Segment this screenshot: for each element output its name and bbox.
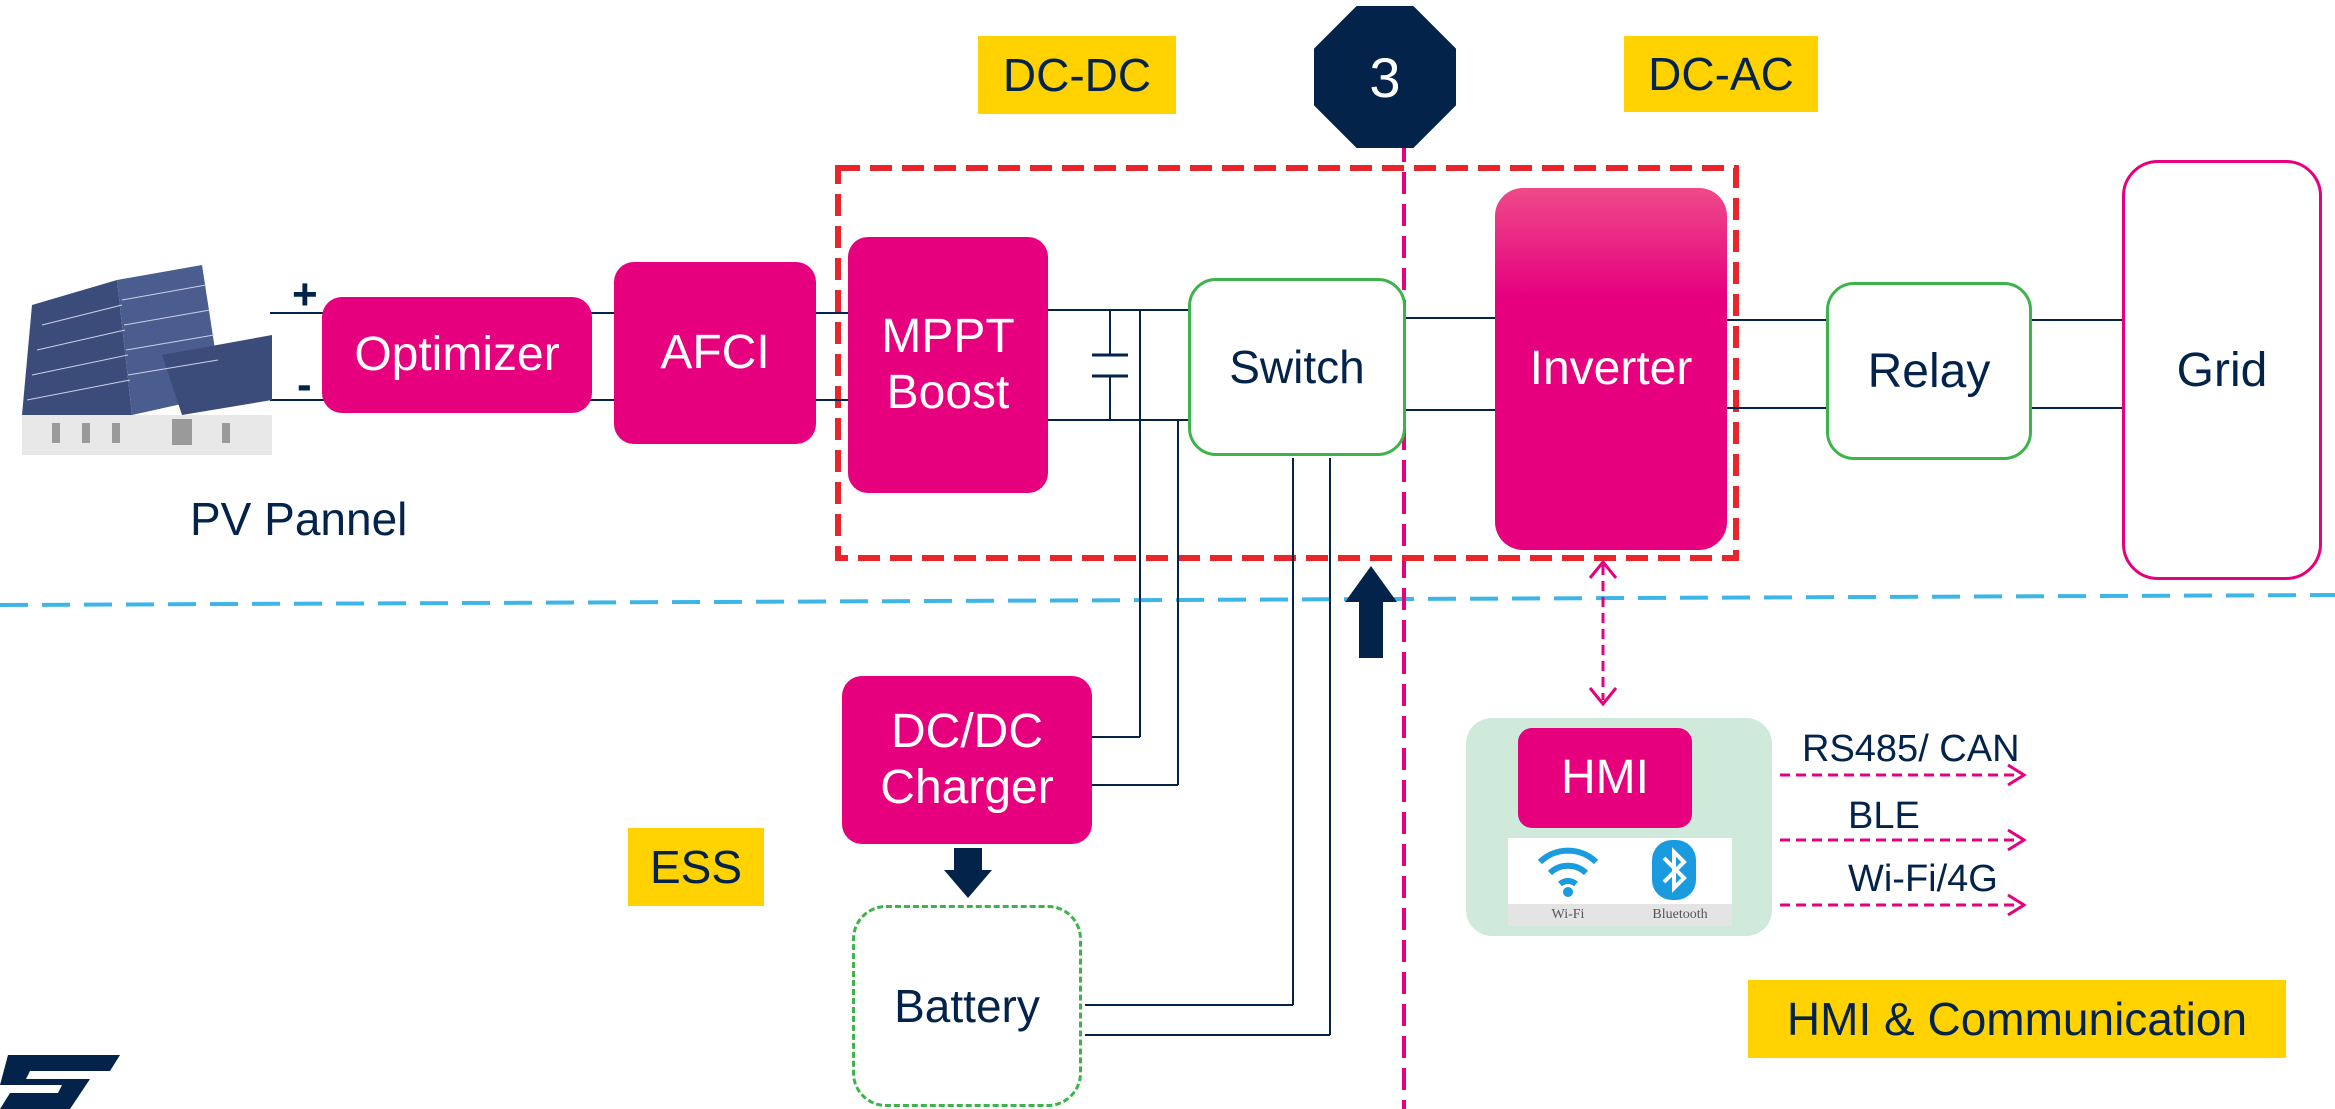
minus-terminal-label: - [297,360,312,409]
ble-label: BLE [1848,795,1920,837]
relay-block: Relay [1826,282,2032,460]
step-number-badge: 3 [1314,6,1456,148]
afci-block: AFCI [614,262,816,444]
bluetooth-icon-label: Bluetooth [1628,904,1732,926]
plus-terminal-label: + [292,270,318,319]
hmi-communication-tag: HMI & Communication [1748,980,2286,1058]
switch-block: Switch [1188,278,1406,456]
boost-label: Boost [886,366,1010,419]
inverter-block: Inverter [1495,188,1727,550]
charger-label-line1: DC/DC [891,705,1043,758]
dc-dc-charger-block: DC/DC Charger [842,676,1092,844]
wifi-icon [1537,847,1599,897]
pv-panel-image [22,265,272,455]
dc-ac-tag: DC-AC [1624,36,1818,112]
connectivity-icons: Wi-Fi Bluetooth [1508,838,1732,926]
boundary-up-arrow [1345,566,1397,658]
charger-to-battery-arrow [944,848,992,898]
ess-tag: ESS [628,828,764,906]
battery-block: Battery [852,905,1082,1107]
mppt-boost-block: MPPT Boost [848,237,1048,493]
wifi-icon-label: Wi-Fi [1508,904,1628,926]
grid-block: Grid [2122,160,2322,580]
mppt-label: MPPT [881,310,1015,363]
charger-label-line2: Charger [880,761,1054,814]
wifi-4g-label: Wi-Fi/4G [1848,858,1998,900]
st-logo [0,1055,120,1109]
hmi-block: HMI [1518,728,1692,828]
rs485-can-label: RS485/ CAN [1802,728,2020,770]
bluetooth-icon [1652,840,1696,900]
pv-panel-label: PV Pannel [190,493,408,545]
optimizer-block: Optimizer [322,297,592,413]
dc-dc-tag: DC-DC [978,36,1176,114]
